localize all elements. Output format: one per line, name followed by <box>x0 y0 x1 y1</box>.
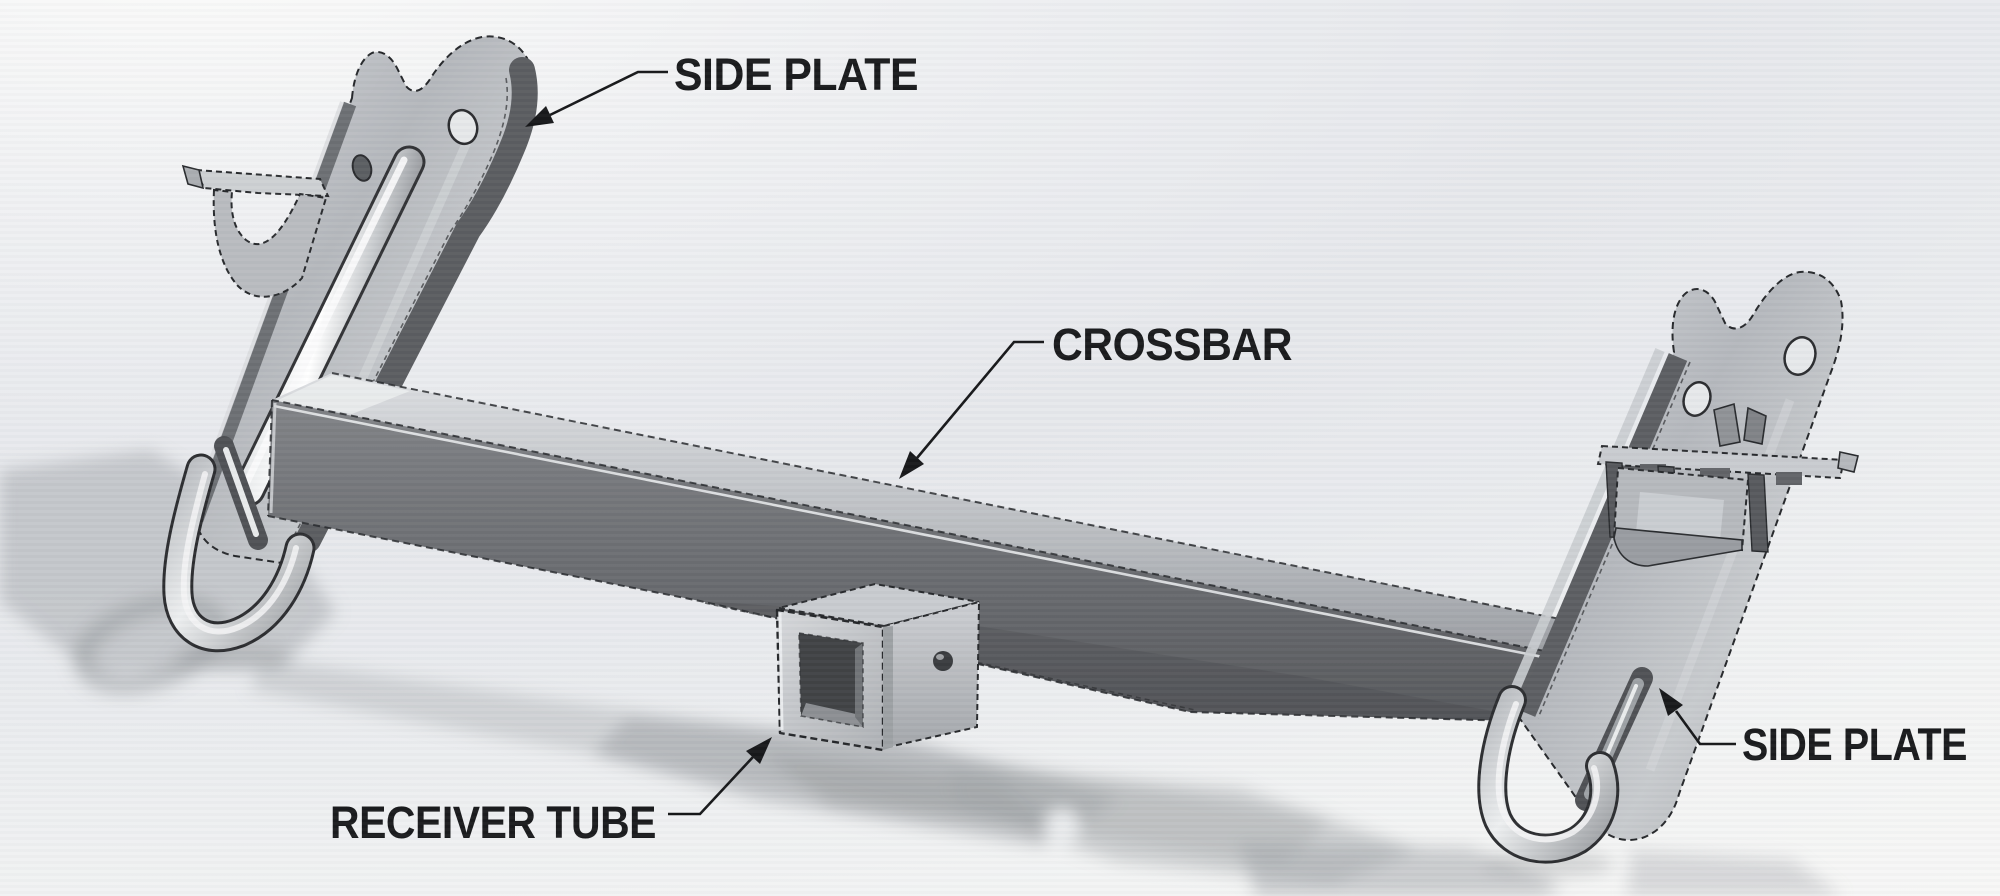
crossbar-left-end-highlight <box>269 402 277 514</box>
crossbar-front-top-edge <box>271 399 1561 655</box>
shadow-right-hook <box>1238 842 1562 896</box>
bracket-right-rail <box>1596 444 1846 480</box>
bolt-hole-right-lower <box>1682 381 1712 417</box>
bracket-right-box-inner <box>1636 492 1724 540</box>
mount-bracket-left <box>181 164 330 298</box>
hook-left-body <box>165 456 313 650</box>
side-plate-right-edge-band <box>1516 353 1688 717</box>
receiver-side-face <box>883 600 981 750</box>
bracket-left-tip <box>181 164 205 190</box>
leader-side-plate-left <box>549 70 668 117</box>
hook-left-specular <box>180 471 299 635</box>
label-receiver-tube: RECEIVER TUBE <box>330 797 656 848</box>
callouts: SIDE PLATE CROSSBAR RECEIVER TUBE SIDE P… <box>330 49 1968 848</box>
label-side-plate-left: SIDE PLATE <box>674 49 918 100</box>
crossbar-front-face <box>268 400 1560 722</box>
hitch-pin-hole <box>933 651 953 671</box>
hook-right-body <box>1480 688 1617 861</box>
crossbar-rear-top-edge <box>331 372 1606 629</box>
arrowhead-side-plate-right <box>1659 688 1683 716</box>
side-plate-left-edge-band <box>295 57 538 553</box>
slot-left <box>214 436 268 550</box>
bracket-right-rail-end-tab <box>1837 451 1859 473</box>
arrowhead-crossbar <box>899 451 924 479</box>
bracket-left-web <box>212 188 328 298</box>
bracket-right-lip <box>1613 527 1743 567</box>
crossbar-left-end-edge <box>267 399 273 517</box>
bolt-hole-left-lower <box>351 154 373 182</box>
receiver-collar-right-sliver <box>883 626 893 750</box>
receiver-opening-outline <box>798 632 864 728</box>
receiver-opening <box>799 633 863 727</box>
arrowhead-receiver-tube <box>746 737 772 764</box>
receiver-collar-left-highlight <box>778 612 784 731</box>
label-crossbar: CROSSBAR <box>1052 319 1292 370</box>
leader-receiver-tube <box>668 756 754 816</box>
shadow-far-right <box>1628 850 1842 896</box>
bracket-right-leg-c <box>1747 473 1769 553</box>
leader-side-plate-right <box>1674 710 1736 746</box>
callout-side-plate-right: SIDE PLATE <box>1659 688 1968 770</box>
arrowhead-side-plate-left <box>525 106 554 127</box>
receiver-opening-bottom-wall <box>801 703 863 727</box>
bracket-right-tab-a <box>1713 402 1741 447</box>
shadow-right-hook-contact <box>1482 851 1614 877</box>
hitch-pin-hole-glint <box>936 654 944 660</box>
side-plate-right <box>1477 270 1859 864</box>
hook-rod-left <box>162 453 316 653</box>
receiver-tube <box>775 582 981 752</box>
receiver-opening-right-wall <box>855 643 863 727</box>
side-plate-right-flange-highlight <box>1503 348 1665 708</box>
callout-side-plate-left: SIDE PLATE <box>525 49 919 127</box>
callout-crossbar: CROSSBAR <box>899 319 1293 479</box>
slot-left-highlight <box>223 447 259 537</box>
hook-right-specular <box>1495 701 1600 843</box>
bracket-right-notch-c <box>1776 472 1802 485</box>
crossbar-top-highlight <box>276 375 410 414</box>
mount-bracket-right <box>1596 402 1859 567</box>
leader-crossbar <box>916 340 1044 459</box>
bolt-hole-right-upper <box>1783 336 1817 376</box>
bolt-hole-left-upper <box>447 108 479 146</box>
shadow-hole-highlight <box>1045 809 1079 843</box>
callout-receiver-tube: RECEIVER TUBE <box>330 737 772 848</box>
hook-rod-right <box>1477 685 1620 864</box>
label-side-plate-right: SIDE PLATE <box>1742 719 1967 770</box>
crossbar-top-face <box>272 373 1605 654</box>
bracket-right-tab-b <box>1743 406 1767 445</box>
crossbar-front-top-sheen <box>273 404 1559 662</box>
